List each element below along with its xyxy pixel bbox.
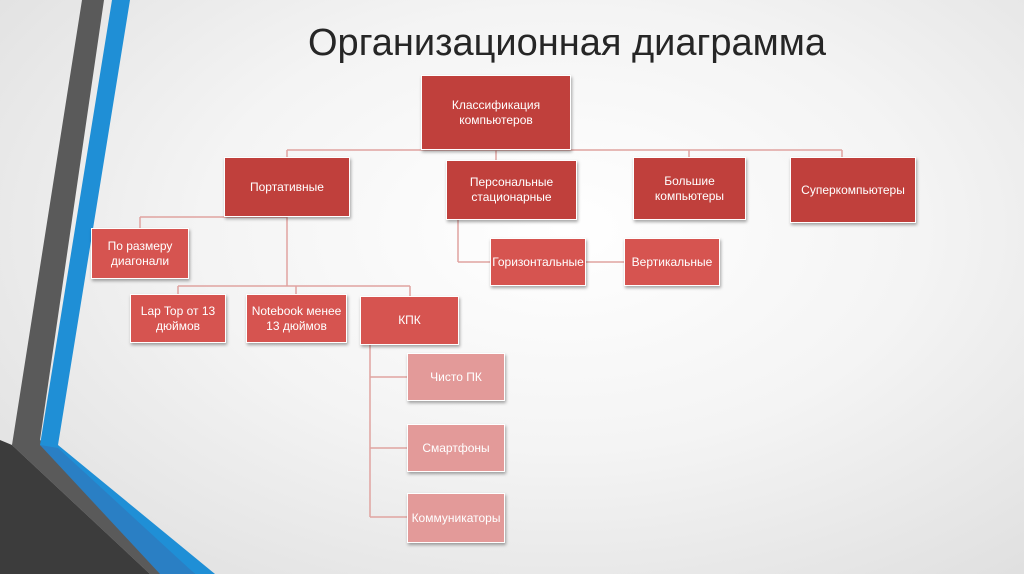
- node-label: Коммуникаторы: [411, 510, 501, 525]
- node-label: По размеру диагонали: [107, 238, 173, 268]
- node-label: КПК: [398, 313, 421, 327]
- node-label: Классификация компьютеров: [451, 97, 541, 127]
- node-pure-pc[interactable]: Чисто ПК: [407, 353, 505, 401]
- page-title: Организационная диаграмма: [308, 22, 827, 64]
- node-laptop[interactable]: Lap Top от 13 дюймов: [130, 294, 226, 343]
- node-large[interactable]: Большие компьютеры: [633, 157, 746, 220]
- stripe-blue-lower: [40, 445, 195, 574]
- node-label: Вертикальные: [631, 254, 713, 269]
- node-label: Горизонтальные: [492, 254, 584, 269]
- node-super[interactable]: Суперкомпьютеры: [790, 157, 916, 223]
- node-horizontal[interactable]: Горизонтальные: [490, 238, 586, 286]
- node-kpk[interactable]: КПК: [360, 296, 459, 345]
- node-label: Большие компьютеры: [654, 173, 725, 203]
- node-label: Notebook менее 13 дюймов: [251, 303, 342, 333]
- node-vertical[interactable]: Вертикальные: [624, 238, 720, 286]
- stripe-blue: [40, 0, 215, 574]
- node-root[interactable]: Классификация компьютеров: [421, 75, 571, 150]
- node-portable[interactable]: Портативные: [224, 157, 350, 217]
- node-label: Суперкомпьютеры: [801, 182, 905, 197]
- node-label: Lap Top от 13 дюймов: [140, 303, 216, 333]
- node-notebook[interactable]: Notebook менее 13 дюймов: [246, 294, 347, 343]
- stripe-dark-gray-lower: [0, 440, 150, 574]
- stripe-dark-gray: [12, 0, 200, 574]
- node-personal[interactable]: Персональные стационарные: [446, 160, 577, 220]
- node-smartphones[interactable]: Смартфоны: [407, 424, 505, 472]
- node-label: Чисто ПК: [430, 369, 482, 384]
- node-label: Портативные: [250, 179, 324, 194]
- node-by-diagonal[interactable]: По размеру диагонали: [91, 228, 189, 279]
- node-communicators[interactable]: Коммуникаторы: [407, 493, 505, 543]
- node-label: Персональные стационарные: [469, 175, 554, 204]
- node-label: Смартфоны: [422, 440, 490, 455]
